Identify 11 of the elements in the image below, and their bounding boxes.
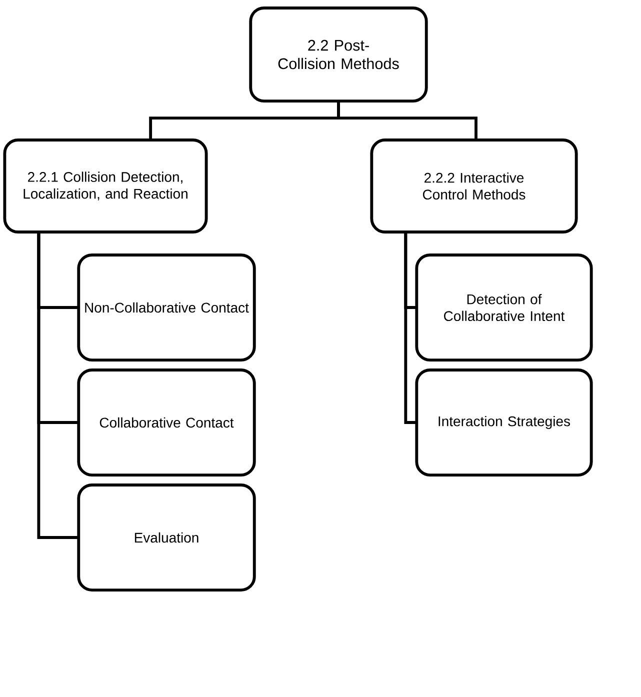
connector <box>404 232 417 424</box>
topic-box: Detection of Collaborative Intent <box>415 254 593 362</box>
topic-box: Non-Collaborative Contact <box>77 254 256 362</box>
topic-box: Collaborative Contact <box>77 368 256 476</box>
root-box: 2.2 Post-Collision Methods <box>249 6 428 102</box>
connector <box>37 232 79 539</box>
topic-box: Evaluation <box>77 484 256 592</box>
category-box: 2.2.2 Interactive Control Methods <box>370 138 578 234</box>
category-box: 2.2.1 Collision Detection, Localization, and Reaction <box>3 138 208 234</box>
topic-box: Interaction Strategies <box>415 368 593 476</box>
connector <box>337 101 478 140</box>
